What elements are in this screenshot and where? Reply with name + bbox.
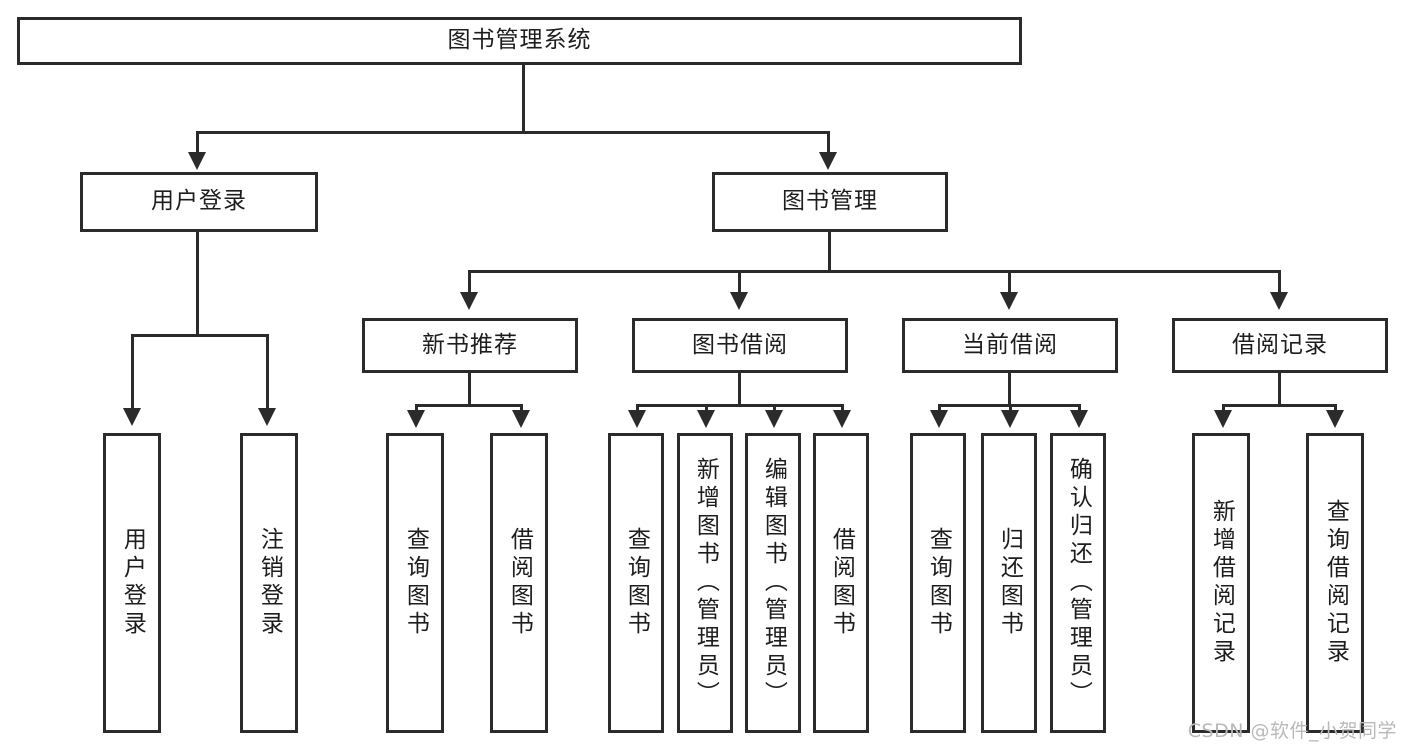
leaf-cb-query-book[interactable]: 查询图书	[910, 433, 966, 733]
connector-to-book-manage	[827, 131, 830, 156]
arrowhead-nb-query-book	[407, 410, 425, 428]
connector-book-borrow-stem	[738, 373, 741, 406]
leaf-bb-query-book[interactable]: 查询图书	[608, 433, 664, 733]
leaf-bb-borrow-book[interactable]: 借阅图书	[813, 433, 869, 733]
leaf-nb-borrow-book[interactable]: 借阅图书	[490, 433, 548, 733]
connector-root-bar	[196, 131, 828, 134]
connector-to-book-borrow	[738, 270, 741, 296]
node-book-management[interactable]: 图书管理	[712, 172, 948, 232]
arrowhead-current-borrow	[1000, 292, 1018, 310]
arrowhead-br-query-record	[1326, 410, 1344, 428]
node-root-system[interactable]: 图书管理系统	[17, 17, 1022, 65]
arrowhead-bb-query-book	[628, 410, 646, 428]
connector-br-leaf2	[1334, 404, 1337, 414]
arrowhead-cb-return-book	[1001, 410, 1019, 428]
connector-to-new-book	[468, 270, 471, 296]
arrowhead-book-borrow	[730, 292, 748, 310]
node-label: 查询借阅记录	[1322, 499, 1349, 667]
connector-bb-leaf4	[841, 404, 844, 414]
arrowhead-leaf-user-login	[123, 408, 141, 426]
connector-new-book-leaf1	[415, 404, 418, 414]
connector-borrow-record-stem	[1278, 373, 1281, 406]
connector-borrow-record-bar	[1222, 404, 1337, 407]
node-label: 借阅记录	[1232, 331, 1328, 358]
csdn-watermark: CSDN @软件_小贺同学	[1187, 720, 1397, 742]
connector-to-borrow-record	[1278, 270, 1281, 296]
node-label: 归还图书	[996, 527, 1023, 639]
arrowhead-bb-borrow-book	[833, 410, 851, 428]
node-label: 用户登录	[151, 188, 247, 215]
arrowhead-nb-borrow-book	[512, 410, 530, 428]
arrowhead-borrow-record	[1270, 292, 1288, 310]
node-label: 新书推荐	[422, 331, 518, 358]
node-new-book-recommend[interactable]: 新书推荐	[362, 318, 578, 373]
node-label: 查询图书	[402, 527, 429, 639]
connector-book-borrow-bar	[636, 404, 843, 407]
node-label: 查询图书	[925, 527, 952, 639]
arrowhead-cb-query-book	[930, 410, 948, 428]
arrowhead-leaf-logout	[258, 408, 276, 426]
leaf-logout[interactable]: 注销登录	[240, 433, 298, 733]
connector-current-borrow-stem	[1008, 373, 1011, 406]
node-label: 编辑图书（管理员）	[760, 457, 787, 709]
node-book-borrow[interactable]: 图书借阅	[632, 318, 848, 373]
leaf-nb-query-book[interactable]: 查询图书	[386, 433, 444, 733]
leaf-cb-confirm-return[interactable]: 确认归还（管理员）	[1050, 433, 1106, 733]
connector-user-login-stem	[196, 232, 199, 334]
connector-user-login-leaf1	[131, 334, 134, 412]
leaf-bb-add-book[interactable]: 新增图书（管理员）	[677, 433, 733, 733]
connector-bb-leaf2	[705, 404, 708, 414]
connector-to-current-borrow	[1008, 270, 1011, 296]
arrowhead-book-manage	[819, 152, 837, 170]
connector-user-login-leaf2	[266, 334, 269, 412]
connector-new-book-stem	[468, 373, 471, 406]
leaf-br-add-record[interactable]: 新增借阅记录	[1192, 433, 1250, 733]
node-label: 图书管理系统	[447, 27, 592, 54]
node-label: 用户登录	[119, 527, 146, 639]
arrowhead-bb-edit-book	[765, 410, 783, 428]
arrowhead-user-login	[188, 152, 206, 170]
connector-cb-leaf3	[1078, 404, 1081, 414]
arrowhead-br-add-record	[1214, 410, 1232, 428]
connector-to-user-login	[196, 131, 199, 156]
node-label: 注销登录	[256, 527, 283, 639]
arrowhead-new-book	[460, 292, 478, 310]
arrowhead-cb-confirm-return	[1070, 410, 1088, 428]
node-label: 图书管理	[782, 188, 878, 215]
connector-bb-leaf1	[636, 404, 639, 414]
leaf-br-query-record[interactable]: 查询借阅记录	[1306, 433, 1364, 733]
connector-book-manage-bar	[468, 270, 1280, 273]
node-borrow-record[interactable]: 借阅记录	[1172, 318, 1388, 373]
connector-br-leaf1	[1222, 404, 1225, 414]
node-label: 借阅图书	[506, 527, 533, 639]
node-label: 新增借阅记录	[1208, 499, 1235, 667]
node-user-login[interactable]: 用户登录	[80, 172, 318, 232]
connector-user-login-bar	[131, 334, 268, 337]
node-label: 当前借阅	[962, 331, 1058, 358]
connector-root-stem	[522, 65, 525, 131]
node-label: 查询图书	[623, 527, 650, 639]
node-current-borrow[interactable]: 当前借阅	[902, 318, 1118, 373]
connector-bb-leaf3	[773, 404, 776, 414]
connector-new-book-leaf2	[520, 404, 523, 414]
connector-cb-leaf1	[938, 404, 941, 414]
connector-cb-leaf2	[1009, 404, 1012, 414]
node-label: 借阅图书	[828, 527, 855, 639]
connector-new-book-bar	[415, 404, 523, 407]
connector-book-manage-stem	[828, 232, 831, 272]
leaf-cb-return-book[interactable]: 归还图书	[981, 433, 1037, 733]
arrowhead-bb-add-book	[697, 410, 715, 428]
node-label: 新增图书（管理员）	[692, 457, 719, 709]
leaf-bb-edit-book[interactable]: 编辑图书（管理员）	[745, 433, 801, 733]
leaf-user-login[interactable]: 用户登录	[103, 433, 161, 733]
node-label: 确认归还（管理员）	[1065, 457, 1092, 709]
node-label: 图书借阅	[692, 331, 788, 358]
